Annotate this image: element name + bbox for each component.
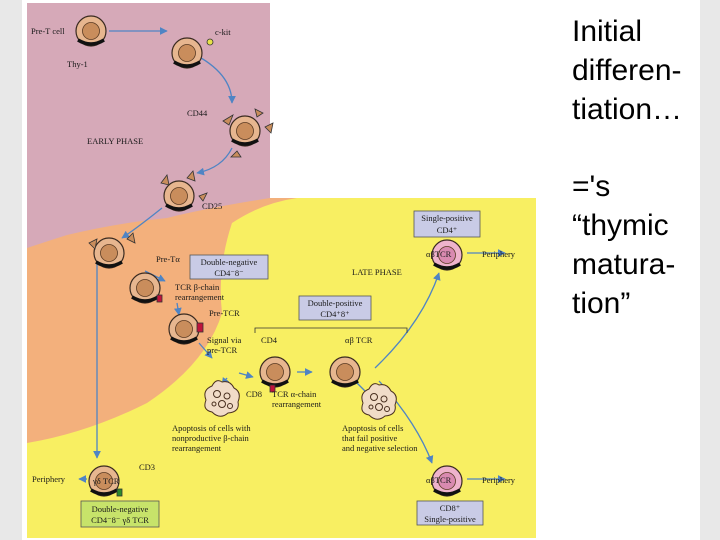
label-gd-tcr: γδ TCR (92, 476, 120, 486)
box-double-negative: Double-negative CD4⁻8⁻ (189, 254, 269, 280)
label-pre-t-cell: Pre-T cell (31, 26, 65, 36)
label-ab-tcr-bottom: αβTCR (426, 475, 452, 485)
label-cd25: CD25 (202, 201, 222, 211)
receptor-markers (88, 38, 276, 497)
svg-text:Double-negative: Double-negative (201, 257, 258, 267)
label-ab-tcr: αβ TCR (345, 335, 373, 345)
label-early-phase: EARLY PHASE (87, 136, 143, 146)
slide-text-line: ='s (572, 170, 611, 203)
label-periphery-bottom: Periphery (482, 475, 516, 485)
label-apoptosis-right-1: Apoptosis of cells (342, 423, 403, 433)
box-single-positive-cd8: CD8⁺ Single-positive (416, 500, 484, 526)
slide-text-line: tiation… (572, 93, 683, 126)
svg-text:CD4⁻8⁻: CD4⁻8⁻ (214, 268, 244, 278)
label-pre-ta: Pre-Tα (156, 254, 180, 264)
svg-text:Double-negative: Double-negative (92, 504, 149, 514)
cell-pre-t (74, 14, 108, 48)
slide-text-line: Initial (572, 15, 643, 48)
svg-text:CD4⁻8⁻ γδ TCR: CD4⁻8⁻ γδ TCR (91, 515, 149, 525)
label-cd3: CD3 (139, 462, 155, 472)
label-cd8: CD8 (246, 389, 262, 399)
label-signal-1: Signal via (207, 335, 241, 345)
cell-cd25 (162, 179, 196, 213)
box-double-positive: Double-positive CD4⁺8⁺ (298, 295, 372, 321)
label-apoptosis-right-3: and negative selection (342, 443, 418, 453)
label-tcr-alpha-2: rearrangement (272, 399, 322, 409)
slide-text: Initial differen- tiation… ='s “thymic m… (572, 12, 702, 323)
svg-text:CD4⁺: CD4⁺ (437, 225, 458, 235)
cell-c-kit (170, 36, 204, 70)
cell-beta-rearrangement (128, 271, 162, 305)
label-tcr-alpha-1: TCR α-chain (272, 389, 317, 399)
label-apoptosis-left-1: Apoptosis of cells with (172, 423, 251, 433)
label-apoptosis-left-2: nonproductive β-chain (172, 433, 250, 443)
dp-bracket (254, 327, 408, 333)
box-single-positive-cd4: Single-positive CD4⁺ (413, 210, 481, 238)
svg-text:Single-positive: Single-positive (424, 514, 476, 524)
slide-text-line: matura- (572, 248, 676, 281)
label-tcr-beta-2: rearrangement (175, 292, 225, 302)
label-cd4: CD4 (261, 335, 278, 345)
cell-pre-tcr (167, 312, 201, 346)
cell-double-positive-1 (258, 355, 292, 389)
slide-text-line: tion” (572, 287, 631, 320)
blank-corner (270, 3, 536, 198)
label-pre-tcr: Pre-TCR (209, 308, 240, 318)
svg-text:CD8⁺: CD8⁺ (440, 503, 461, 513)
label-periphery-top: Periphery (482, 249, 516, 259)
slide-right-border (700, 0, 720, 540)
slide-text-line: differen- (572, 54, 682, 87)
label-apoptosis-left-3: rearrangement (172, 443, 222, 453)
label-tcr-beta-1: TCR β-chain (175, 282, 220, 292)
thymocyte-development-diagram: Double-negative CD4⁻8⁻ Double-positive C… (27, 3, 536, 538)
label-periphery-left: Periphery (32, 474, 66, 484)
svg-text:Single-positive: Single-positive (421, 213, 473, 223)
label-apoptosis-right-2: that fail positive (342, 433, 397, 443)
label-cd44: CD44 (187, 108, 208, 118)
box-gamma-delta: Double-negative CD4⁻8⁻ γδ TCR (80, 500, 160, 528)
svg-text:CD4⁺8⁺: CD4⁺8⁺ (320, 309, 350, 319)
svg-text:Double-positive: Double-positive (308, 298, 363, 308)
cell-pre-ta (92, 236, 126, 270)
label-c-kit: c-kit (215, 27, 231, 37)
slide-text-line: “thymic (572, 209, 669, 242)
label-late-phase: LATE PHASE (352, 267, 402, 277)
slide-left-border (0, 0, 22, 540)
cell-double-positive-2 (328, 355, 362, 389)
label-thy1: Thy-1 (67, 59, 88, 69)
label-ab-tcr-top: αβTCR (426, 249, 452, 259)
cell-cd44 (228, 114, 262, 148)
label-signal-2: pre-TCR (207, 345, 238, 355)
